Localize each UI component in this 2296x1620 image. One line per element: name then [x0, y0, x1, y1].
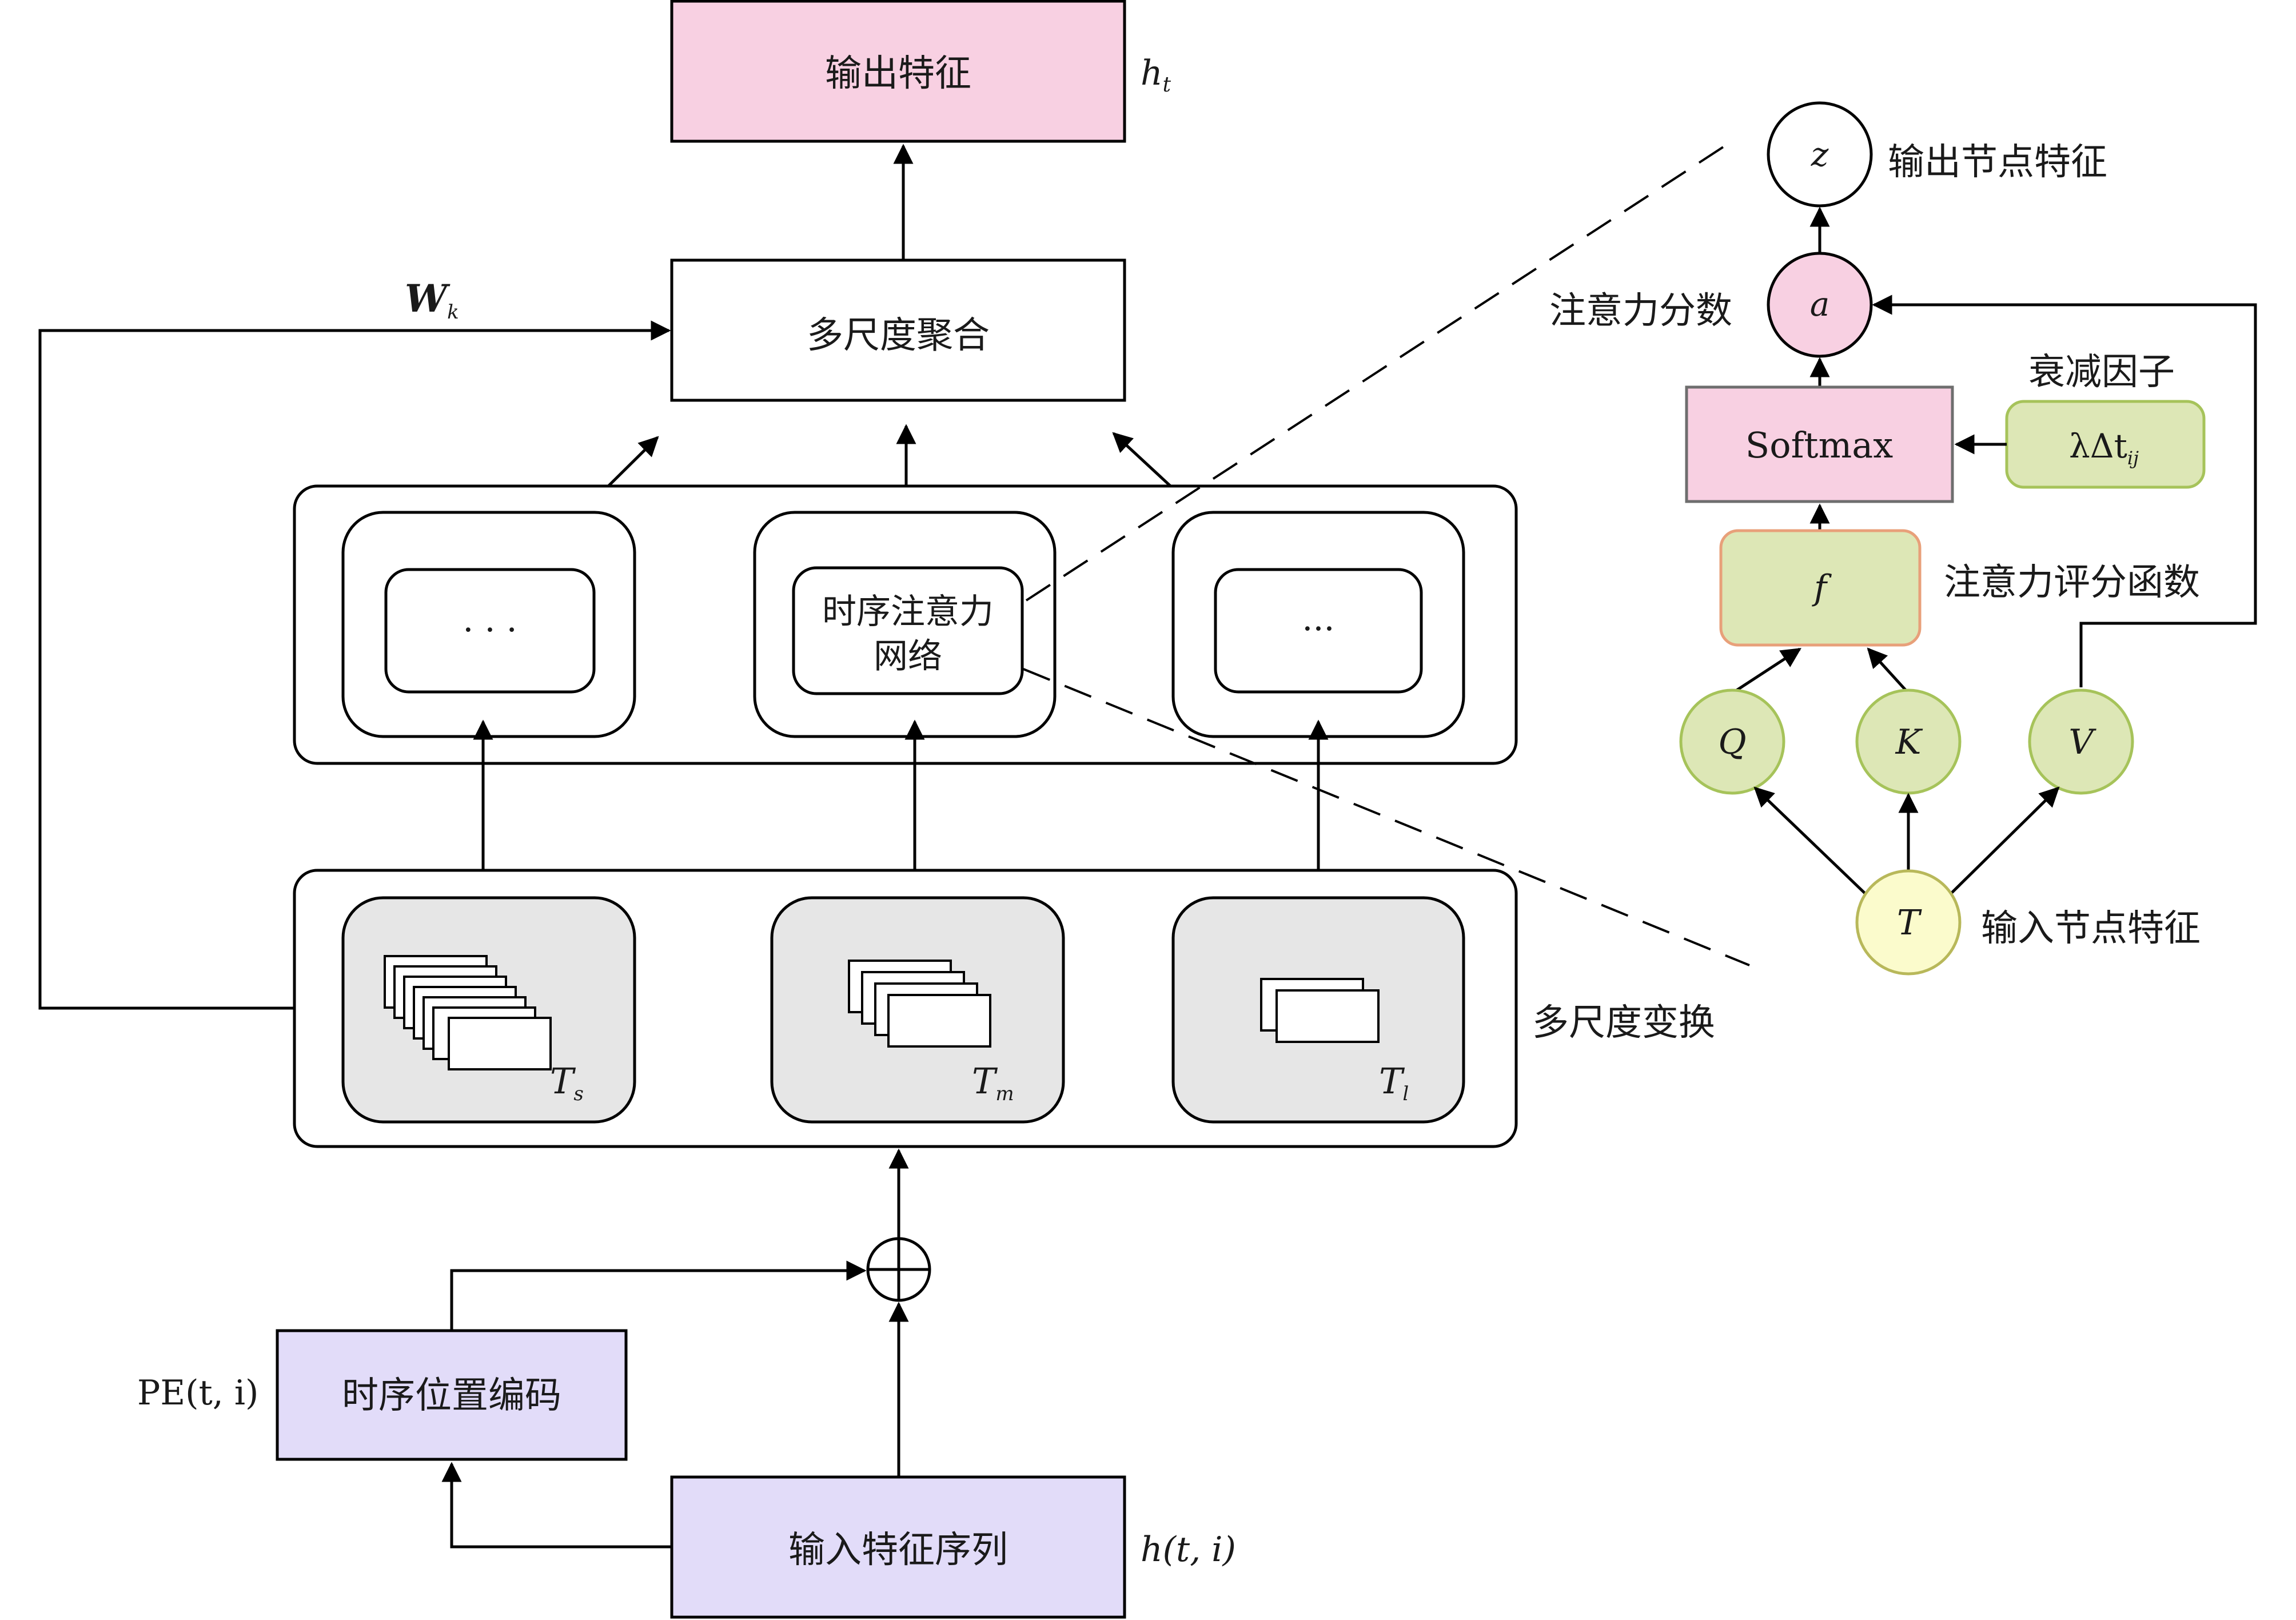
arrow-k-to-f	[1867, 647, 1910, 694]
pos-encoding-box	[276, 1329, 628, 1461]
a-label: a	[1810, 285, 1830, 324]
softmax-label: Softmax	[1745, 424, 1893, 466]
t-label: T	[1897, 903, 1922, 943]
h-t-label: ht	[1141, 53, 1171, 97]
temporal-attention-network-box	[792, 566, 1024, 695]
arrow-v-to-a	[1872, 294, 2257, 687]
left-module-inner	[384, 568, 596, 694]
t-node	[1855, 869, 1962, 976]
softmax-box	[1685, 385, 1954, 503]
arrow-t-to-v	[1948, 786, 2060, 896]
scoring-function-label: 注意力评分函数	[1944, 562, 2200, 604]
decay-factor-label: 衰减因子	[2028, 351, 2175, 393]
tl-label: Tl	[1379, 1060, 1409, 1105]
ts-label: Ts	[550, 1060, 584, 1105]
tm-stack-icon	[848, 960, 991, 1048]
output-feature-box	[670, 0, 1126, 143]
aggregation-label: 多尺度聚合	[807, 315, 990, 357]
arrow-pos-encoding-to-sum	[450, 1260, 867, 1331]
output-feature-label: 输出特征	[825, 53, 971, 95]
tl-stack-icon	[1260, 978, 1380, 1043]
zoom-line-top	[1025, 142, 1731, 602]
arrow-input-to-pos-encoding	[441, 1462, 672, 1549]
attention-score-label: 注意力分数	[1549, 290, 1732, 332]
pe-formula-label: PE(t, i)	[137, 1373, 258, 1413]
output-node-feature-label: 输出节点特征	[1888, 141, 2107, 184]
temporal-attention-network-label-line1: 时序注意力	[822, 592, 994, 632]
input-node-feature-label: 输入节点特征	[1981, 907, 2201, 950]
q-node	[1679, 688, 1785, 795]
arrow-t-to-q	[1753, 786, 1868, 896]
wk-feedback-path	[38, 320, 671, 1010]
h-ti-label: h(t, i)	[1141, 1530, 1236, 1570]
sum-node-icon	[866, 1237, 931, 1302]
z-node	[1767, 101, 1873, 208]
input-sequence-box	[670, 1475, 1126, 1619]
q-label: Q	[1718, 722, 1746, 762]
decay-formula-label: λΔtij	[2069, 427, 2139, 469]
ts-stack-icon	[384, 955, 552, 1070]
v-node	[2028, 688, 2134, 795]
wk-label: Wk	[405, 276, 459, 324]
aggregation-box	[670, 258, 1126, 402]
a-node	[1767, 252, 1873, 358]
arrow-q-to-f	[1731, 647, 1801, 695]
z-label: z	[1811, 135, 1829, 174]
scoring-function-box	[1719, 529, 1922, 647]
right-module-inner	[1214, 568, 1423, 694]
input-sequence-label: 输入特征序列	[788, 1529, 1008, 1571]
right-module-ellipsis: ···	[1302, 609, 1334, 649]
pos-encoding-label: 时序位置编码	[342, 1375, 561, 1417]
multiscale-transform-label: 多尺度变换	[1532, 1002, 1715, 1044]
left-module-ellipsis: · · ·	[463, 610, 517, 650]
tm-label: Tm	[972, 1060, 1014, 1105]
v-label: V	[2068, 722, 2096, 762]
temporal-attention-network-label-line2: 网络	[874, 636, 942, 676]
k-label: K	[1895, 722, 1923, 762]
